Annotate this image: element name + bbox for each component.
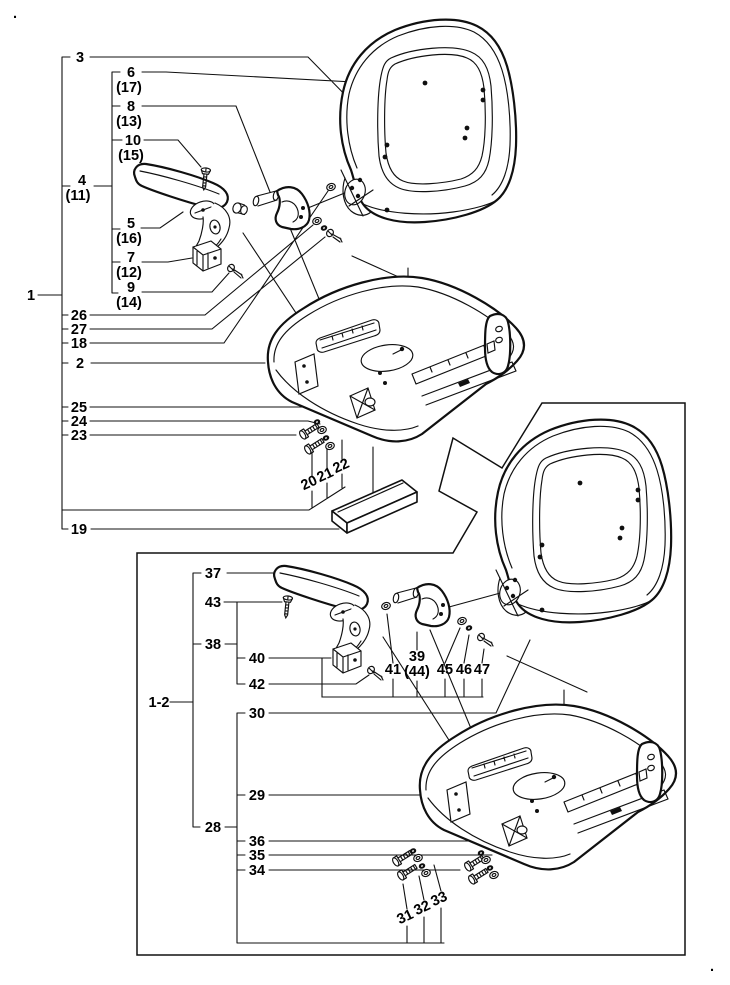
- nut-35: [476, 849, 486, 857]
- bolt-20b: [302, 435, 326, 456]
- cushion-upper: [266, 275, 526, 443]
- washer-26: [311, 215, 323, 227]
- callout-1: 1: [27, 288, 35, 304]
- callout-2: 2: [76, 356, 84, 372]
- callout-18: 18: [71, 336, 87, 352]
- washer-25b: [324, 440, 336, 452]
- nut-32: [408, 847, 418, 855]
- callout-(16): (16): [116, 231, 142, 247]
- callout-19: 19: [71, 522, 87, 538]
- callout-45: 45: [437, 662, 453, 678]
- callout-(13): (13): [116, 114, 142, 130]
- armrest-upper: [133, 162, 245, 280]
- cushion-lower: [418, 703, 678, 871]
- screw-43: [280, 594, 294, 619]
- callout-26: 26: [71, 308, 87, 324]
- callout-4: 4: [78, 173, 86, 189]
- callout-28: 28: [205, 820, 221, 836]
- callout-3: 3: [76, 50, 84, 66]
- callout-46: 46: [456, 662, 472, 678]
- callout-35: 35: [249, 848, 265, 864]
- callout-32: 32: [412, 898, 433, 919]
- callout-47: 47: [474, 662, 490, 678]
- callout-42: 42: [249, 677, 265, 693]
- bushing-6: [231, 201, 249, 216]
- callout-layer: 134(11)6(17)8(13)10(15)5(16)7(12)9(14)26…: [13, 6, 714, 975]
- callout-30: 30: [249, 706, 265, 722]
- callout-25: 25: [71, 400, 87, 416]
- group1-bracket-lines: [37, 56, 374, 530]
- washer-45: [456, 615, 468, 627]
- backrest-upper: [339, 18, 518, 224]
- callout-(12): (12): [116, 265, 142, 281]
- callout-10: 10: [125, 133, 141, 149]
- callout-20: 20: [299, 473, 320, 494]
- callout-mark-48: .: [13, 6, 17, 22]
- callout-27: 27: [71, 322, 87, 338]
- armrest-lower: [273, 564, 385, 682]
- callout-mark-49: .: [710, 959, 714, 975]
- callout-33: 33: [429, 889, 450, 910]
- callout-36: 36: [249, 834, 265, 850]
- callout-38: 38: [205, 637, 221, 653]
- washer-41: [380, 600, 392, 612]
- bracket-lower: [391, 583, 451, 628]
- callout-31: 31: [395, 907, 416, 928]
- callout-5: 5: [127, 216, 135, 232]
- pad-19: [331, 479, 418, 534]
- nut-26: [319, 224, 329, 232]
- washer-18: [325, 181, 337, 193]
- callout-39: 39: [409, 649, 425, 665]
- callout-43: 43: [205, 595, 221, 611]
- callout-23: 23: [71, 428, 87, 444]
- bracket-upper: [251, 186, 311, 231]
- callout-41: 41: [385, 662, 401, 678]
- callout-1-2: 1-2: [149, 695, 170, 711]
- callout-29: 29: [249, 788, 265, 804]
- callout-7: 7: [127, 250, 135, 266]
- callout-21: 21: [315, 465, 336, 486]
- screw-27: [324, 227, 343, 243]
- callout-22: 22: [331, 456, 352, 477]
- nut-46: [464, 624, 474, 632]
- callout-(14): (14): [116, 295, 142, 311]
- callout-(44): (44): [404, 664, 430, 680]
- callout-(17): (17): [116, 80, 142, 96]
- callout-24: 24: [71, 414, 87, 430]
- callout-34: 34: [249, 863, 265, 879]
- callout-(15): (15): [118, 148, 144, 164]
- group2-bracket-lines: [169, 572, 531, 944]
- screw-47: [475, 631, 494, 647]
- nut-33: [417, 862, 427, 870]
- callout-(11): (11): [66, 188, 91, 204]
- washer-36: [488, 869, 500, 881]
- callout-6: 6: [127, 65, 135, 81]
- detail-box: [136, 402, 686, 956]
- callout-37: 37: [205, 566, 221, 582]
- backrest-lower: [494, 418, 673, 624]
- callout-9: 9: [127, 280, 135, 296]
- callout-40: 40: [249, 651, 265, 667]
- callout-8: 8: [127, 99, 135, 115]
